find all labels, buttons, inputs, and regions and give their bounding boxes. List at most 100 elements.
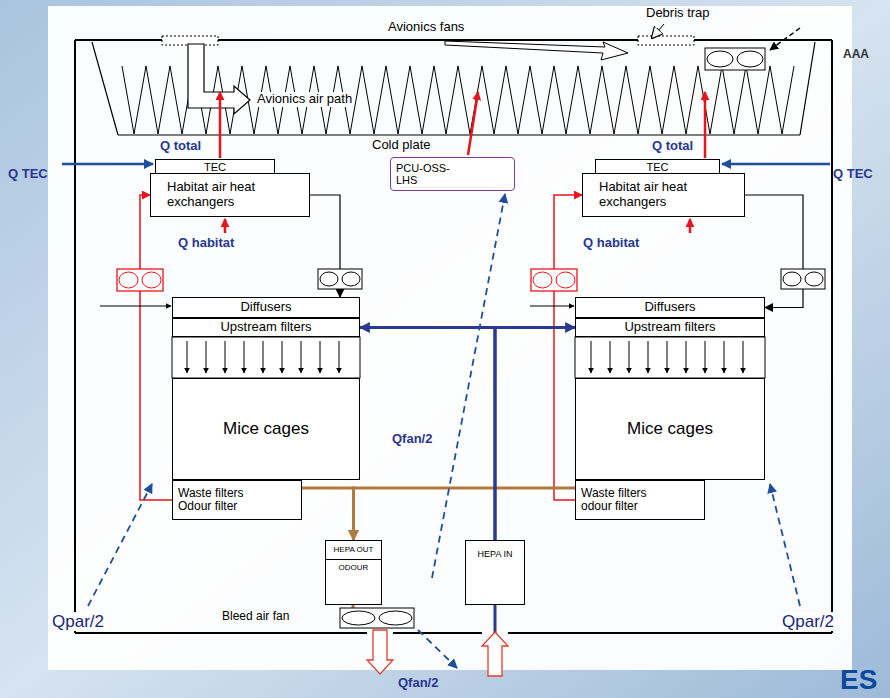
air-duct-connector bbox=[140, 195, 172, 500]
fan-blade bbox=[783, 272, 801, 286]
flow-arrow bbox=[187, 341, 188, 373]
heat-flow-arrow bbox=[722, 163, 830, 166]
heat-flow-label: Qfan/2 bbox=[398, 676, 438, 691]
fan-symbol bbox=[781, 269, 825, 289]
fan-blade bbox=[707, 51, 733, 67]
filter-box: Upstream filters bbox=[575, 318, 765, 337]
fan-housing bbox=[318, 269, 362, 289]
box-text: Habitat air heat exchangers bbox=[599, 180, 739, 209]
flow-arrow bbox=[282, 341, 283, 373]
heat-exchanger-box: Habitat air heat exchangers bbox=[582, 173, 745, 217]
fan-symbol bbox=[705, 48, 765, 70]
pointer-arrow bbox=[652, 24, 664, 38]
flow-arrow bbox=[648, 341, 649, 373]
fan-blade bbox=[533, 272, 552, 288]
housing-wall bbox=[75, 632, 367, 634]
heat-flow-label: Q TEC bbox=[8, 167, 48, 182]
flow-arrow bbox=[263, 341, 264, 373]
fan-symbol bbox=[117, 269, 163, 291]
diffuser-box: Diffusers bbox=[172, 297, 360, 318]
flow-arrow bbox=[206, 341, 207, 373]
heat-flow-arrow bbox=[432, 194, 505, 578]
filter-box: Upstream filters bbox=[172, 318, 360, 337]
box-text: Diffusers bbox=[240, 300, 291, 315]
heat-flow-arrow bbox=[219, 92, 222, 158]
hepa-filter-box: HEPA IN bbox=[465, 540, 525, 605]
air-duct-connector bbox=[354, 488, 576, 540]
fan-symbol bbox=[318, 269, 362, 289]
heat-flow-arrow bbox=[62, 163, 153, 166]
fan-blade bbox=[379, 611, 412, 625]
air-duct-connector bbox=[302, 488, 354, 540]
cold-plate-outline bbox=[800, 42, 815, 135]
fan-blade bbox=[556, 272, 575, 288]
flow-arrow bbox=[320, 341, 321, 373]
fan-symbol bbox=[531, 269, 577, 291]
filter-box: Waste filters odour filter bbox=[575, 480, 705, 520]
fan-housing bbox=[531, 269, 577, 291]
heat-flow-label: Qfan/2 bbox=[392, 432, 432, 447]
air-duct-connector bbox=[745, 195, 803, 308]
pcu-box: PCU-OSS- LHS bbox=[390, 157, 515, 191]
air-duct-connector bbox=[495, 328, 575, 541]
air-duct-connector bbox=[310, 195, 340, 297]
fan-housing bbox=[117, 269, 163, 291]
pointer-arrow bbox=[445, 41, 628, 60]
heat-exchanger-box: Habitat air heat exchangers bbox=[150, 173, 310, 217]
part-label: Avionics fans bbox=[388, 20, 464, 35]
flow-arrow bbox=[591, 341, 592, 373]
fan-blade bbox=[737, 51, 763, 67]
debris-trap bbox=[638, 36, 694, 45]
heat-flow-arrow bbox=[224, 219, 227, 233]
box-text: ODOUR bbox=[326, 560, 381, 575]
box-text: Waste filters odour filter bbox=[581, 487, 673, 514]
fan-blade bbox=[119, 272, 138, 288]
heat-flow-label: Q habitat bbox=[178, 236, 234, 251]
air-duct-connector bbox=[360, 328, 495, 541]
debris-trap bbox=[162, 36, 218, 45]
part-label: Cold plate bbox=[372, 138, 431, 153]
flow-arrow bbox=[686, 341, 687, 373]
filter-box: Waste filters Odour filter bbox=[172, 480, 302, 520]
cage-box: Mice cages bbox=[172, 378, 360, 480]
box-text: TEC bbox=[204, 161, 226, 173]
heat-flow-arrow bbox=[88, 484, 152, 606]
inlet-arrow bbox=[482, 632, 508, 676]
box-text: PCU-OSS- LHS bbox=[396, 162, 458, 187]
white-panel bbox=[48, 6, 852, 670]
flow-arrow bbox=[629, 341, 630, 373]
heat-flow-label: Q total bbox=[652, 139, 693, 154]
box-text: Waste filters Odour filter bbox=[178, 487, 270, 514]
part-label: Avionics air path bbox=[255, 92, 354, 107]
box-text: Upstream filters bbox=[220, 320, 311, 335]
heat-flow-arrow bbox=[770, 484, 800, 606]
cage-box: Mice cages bbox=[575, 378, 765, 480]
flow-arrow bbox=[667, 341, 668, 373]
housing-wall bbox=[508, 632, 832, 634]
air-flow-zone bbox=[172, 337, 360, 378]
heat-flow-label: Qpar/2 bbox=[50, 612, 106, 631]
heat-flow-arrow bbox=[468, 92, 478, 155]
fan-blade bbox=[320, 272, 338, 286]
box-text: Upstream filters bbox=[624, 320, 715, 335]
logo-text: ES bbox=[840, 664, 877, 695]
outlet-arrow bbox=[367, 630, 393, 674]
part-label: Bleed air fan bbox=[222, 610, 289, 623]
air-path-arrow bbox=[188, 44, 250, 114]
box-text: HEPA OUT bbox=[326, 541, 381, 560]
box-text: TEC bbox=[647, 161, 669, 173]
box-text: Mice cages bbox=[627, 419, 713, 438]
housing-wall bbox=[393, 632, 482, 634]
box-text: Mice cages bbox=[223, 419, 309, 438]
inlet-duct bbox=[494, 604, 497, 633]
fan-housing bbox=[340, 608, 414, 628]
fan-blade bbox=[142, 272, 161, 288]
heat-flow-arrow bbox=[418, 630, 457, 668]
fan-blade bbox=[342, 611, 375, 625]
pointer-arrow bbox=[770, 28, 800, 50]
fan-blade bbox=[342, 272, 360, 286]
